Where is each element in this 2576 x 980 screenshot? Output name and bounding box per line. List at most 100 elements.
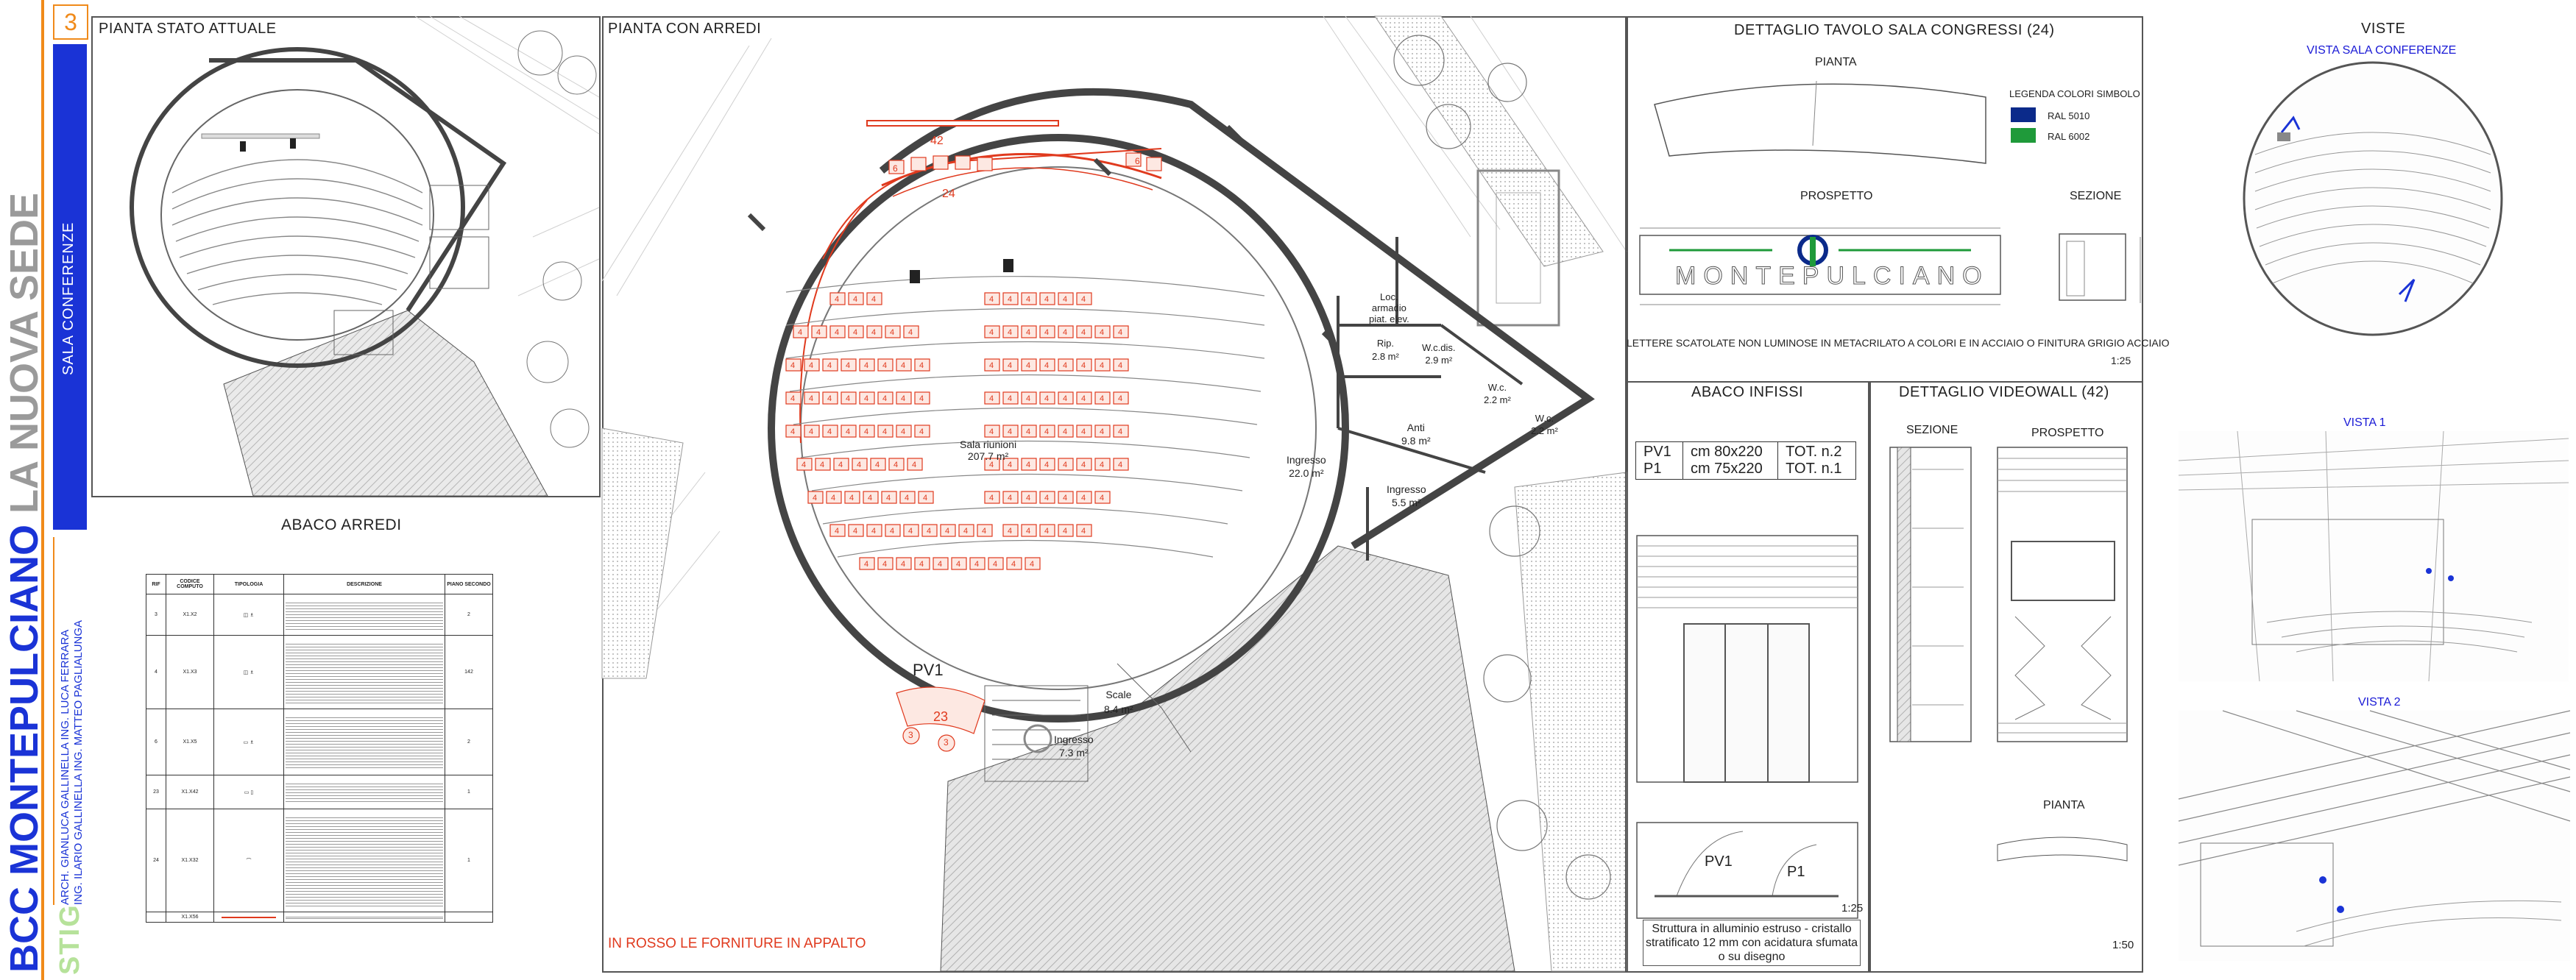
room-ingresso-1-name: Ingresso	[1287, 454, 1326, 466]
room-locale: Loc. armadio piat. elev.	[1369, 291, 1409, 324]
seat-mark	[907, 458, 923, 471]
seat-label: 4	[982, 527, 986, 536]
seat-label: 4	[1118, 361, 1122, 370]
seat-mark	[841, 425, 857, 438]
seat-label: 4	[827, 361, 832, 370]
orange-rule	[41, 0, 44, 980]
seat-mark	[903, 325, 919, 338]
seat-mark	[841, 391, 857, 405]
room-scale-name: Scale	[1105, 689, 1132, 700]
seat-label: 4	[923, 494, 927, 503]
seat-mark	[1058, 458, 1074, 471]
room-anti-name: Anti	[1406, 422, 1425, 433]
seat-mark	[1039, 491, 1055, 504]
scale-videowall: 1:50	[2112, 939, 2134, 951]
seat-label: 4	[798, 328, 802, 337]
seat-label: 4	[1100, 494, 1104, 503]
seat-label: 4	[1063, 527, 1067, 536]
seat-mark	[885, 524, 901, 537]
table-row: 3 X1.X2 ◫ ♗ 2	[146, 594, 493, 636]
section-label: SALA CONFERENZE	[60, 221, 77, 375]
seat-mark	[822, 425, 838, 438]
room-locale-3: piat. elev.	[1369, 313, 1409, 324]
seat-mark	[822, 391, 838, 405]
abaco-code: X1.X42	[166, 775, 214, 809]
room-sala-name: Sala riunioni	[960, 438, 1017, 450]
tavolo-plan-drawing	[1639, 80, 2141, 305]
seat-label: 4	[882, 361, 887, 370]
seat-label: 4	[901, 394, 905, 403]
seat-label: 4	[1026, 361, 1030, 370]
room-rip-area: 2.8 m²	[1372, 351, 1399, 362]
brand-title: BCC MONTEPULCIANO LA NUOVA SEDE	[1, 193, 47, 973]
seat-label: 4	[886, 494, 891, 503]
videowall-drawing	[1889, 447, 2128, 862]
abaco-code: X1.X2	[166, 594, 214, 636]
seat-label: 4	[864, 560, 868, 569]
label-vista-sala: VISTA SALA CONFERENZE	[2307, 44, 2457, 57]
abaco-col-code: CODICE COMPUTO	[166, 574, 214, 594]
seat-mark	[1002, 524, 1019, 537]
seat-label: 4	[1081, 394, 1086, 403]
room-wc-1: W.c. 2.2 m²	[1484, 381, 1511, 406]
abaco-rif: 4	[146, 635, 166, 709]
room-anti: Anti 9.8 m²	[1401, 421, 1431, 447]
seat-mark	[1002, 325, 1019, 338]
seat-label: 4	[864, 361, 868, 370]
room-ingresso-1-area: 22.0 m²	[1289, 467, 1324, 479]
seat-mark	[848, 325, 864, 338]
seat-label: 4	[905, 494, 909, 503]
seat-label: 4	[1026, 394, 1030, 403]
seat-label: 4	[1081, 461, 1086, 469]
abaco-desc	[283, 775, 445, 809]
seat-mark	[1058, 491, 1074, 504]
seat-label: 4	[1044, 427, 1049, 436]
seat-label: 4	[871, 527, 876, 536]
seat-mark	[822, 358, 838, 372]
abaco-col-tipologia: TIPOLOGIA	[213, 574, 284, 594]
seat-label: 4	[882, 560, 887, 569]
seat-label: 4	[890, 328, 894, 337]
seat-mark	[1076, 524, 1092, 537]
seat-mark	[977, 524, 993, 537]
room-wc-2: W.c. 2.2 m²	[1531, 412, 1558, 437]
table-row: 4 X1.X3 ◫ ♗ 142	[146, 635, 493, 709]
room-sala-area: 207.7 m²	[967, 450, 1009, 462]
abaco-col-descrizione: DESCRIZIONE	[283, 574, 445, 594]
seat-label: 4	[827, 394, 832, 403]
abaco-code: X1.X32	[166, 809, 214, 912]
tag-6b: 6	[1135, 156, 1140, 166]
seat-label: 4	[901, 560, 905, 569]
seat-mark	[1039, 358, 1055, 372]
seat-mark	[785, 358, 802, 372]
abaco-code: X1.X56	[166, 912, 214, 923]
seat-label: 4	[1008, 527, 1012, 536]
abaco-rif: 3	[146, 594, 166, 636]
seat-mark	[1058, 358, 1074, 372]
ral-6002-swatch	[2011, 128, 2036, 143]
seat-mark	[1113, 358, 1129, 372]
seat-mark	[866, 292, 882, 305]
seat-label: 4	[1118, 427, 1122, 436]
panel-videowall	[1868, 381, 2143, 973]
title-dettaglio-tavolo: DETTAGLIO TAVOLO SALA CONGRESSI (24)	[1734, 22, 2055, 38]
abaco-code: X1.X5	[166, 709, 214, 775]
seat-mark	[1058, 391, 1074, 405]
seat-label: 4	[1044, 394, 1049, 403]
infissi-pv1-label: PV1	[1705, 853, 1733, 870]
lettering-montepulciano: MONTEPULCIANO	[1675, 262, 1989, 291]
seat-label: 4	[1081, 328, 1086, 337]
seat-label: 4	[927, 527, 931, 536]
infisso-size-2: cm 75x220	[1690, 461, 1763, 477]
seat-label: 4	[849, 494, 854, 503]
ral-6002-label: RAL 6002	[2048, 131, 2090, 142]
seat-mark	[984, 325, 1000, 338]
seat-label: 4	[1100, 461, 1104, 469]
scale-infissi: 1:25	[1841, 902, 1864, 915]
seat-mark	[829, 325, 846, 338]
seat-label: 4	[864, 394, 868, 403]
seat-label: 4	[846, 394, 850, 403]
vw-pianta-label: PIANTA	[2043, 799, 2085, 812]
